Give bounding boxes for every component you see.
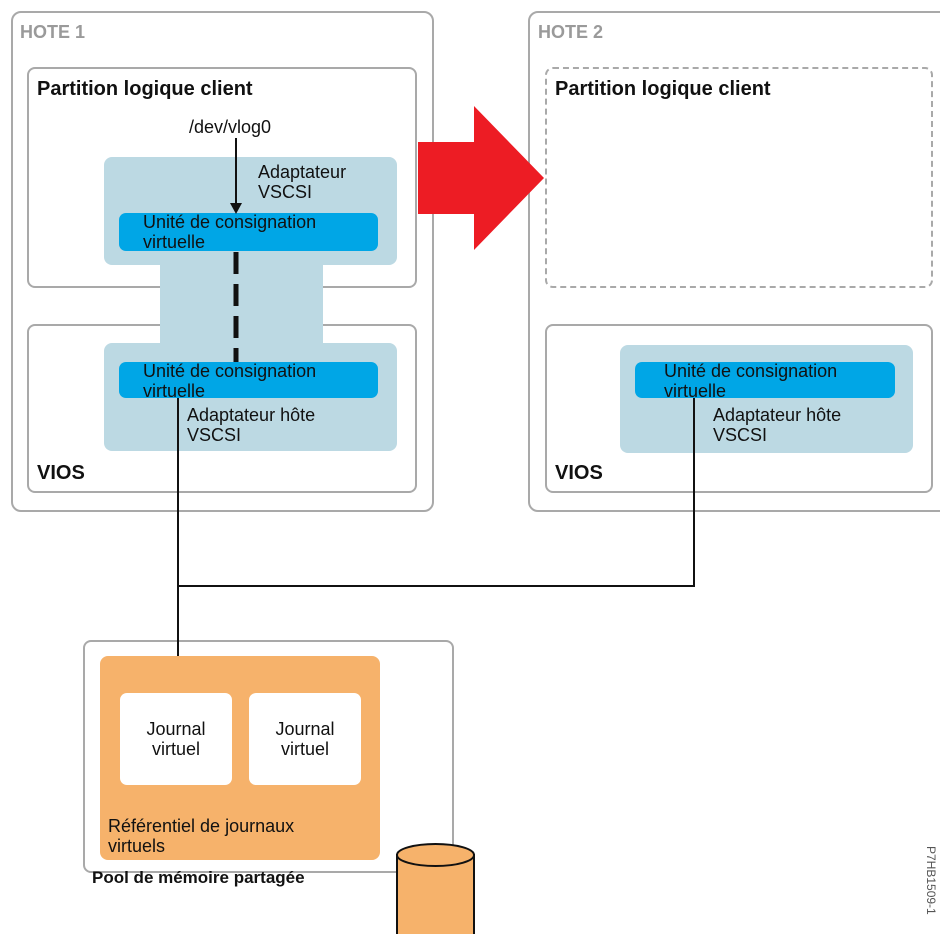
virtual-journal-2: Journal virtuel [249,693,361,785]
storage-disk-icon [396,843,475,934]
host2-vios-host-adapter-label: Adaptateur hôte VSCSI [713,405,842,445]
host2-client-partition [545,67,933,288]
host1-label: HOTE 1 [20,22,86,42]
virtual-journal-2-label: Journal virtuel [275,719,335,759]
adapter-connector-region [160,258,323,348]
host1-client-partition-label: Partition logique client [37,78,253,100]
host1-vios-label: VIOS [37,462,85,484]
figure-code: P7HB1509-1 [924,846,938,915]
host2-client-partition-label: Partition logique client [555,78,771,100]
client-log-device-label: Unité de consignation virtuelle [143,212,317,252]
client-log-device [119,213,378,251]
vios-log-device-label: Unité de consignation virtuelle [143,361,317,401]
device-path: /dev/vlog0 [189,117,272,137]
shared-memory-pool-label: Pool de mémoire partagée [92,868,305,887]
migration-arrow [418,106,544,250]
vios-host-adapter-label: Adaptateur hôte VSCSI [187,405,316,445]
host2-label: HOTE 2 [538,22,604,42]
virtual-journal-1: Journal virtuel [120,693,232,785]
host2-vios-label: VIOS [555,462,603,484]
virtual-journal-1-label: Journal virtuel [146,719,206,759]
device-arrow-head [230,203,242,214]
client-adapter-label: Adaptateur VSCSI [258,162,347,202]
vios-log-device [119,362,378,398]
host2-to-pool-line [178,398,695,587]
host2-vios-log-device-label: Unité de consignation virtuelle [664,361,838,401]
host2-vios-log-device [635,362,895,398]
log-repository-label: Référentiel de journaux virtuels [108,816,295,856]
